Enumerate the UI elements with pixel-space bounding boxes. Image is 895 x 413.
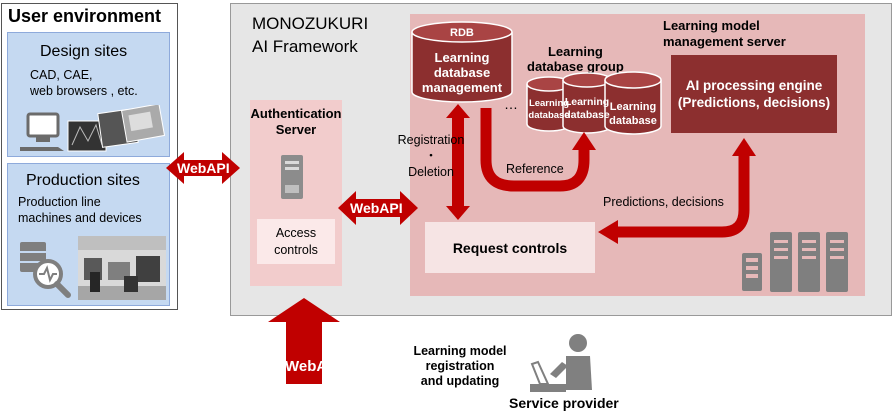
predictions-label: Predictions, decisions: [603, 195, 724, 209]
mgmt-title-line-2: management server: [663, 34, 786, 49]
cyl1-line-2: database: [528, 110, 570, 121]
management-server-title: Learning model management server: [663, 18, 786, 50]
reference-arrow-head: [572, 132, 596, 150]
design-sites-desc-2: web browsers , etc.: [30, 84, 138, 98]
production-sites-box: Production sites Production line machine…: [7, 163, 170, 306]
registration-line: Registration: [397, 133, 465, 147]
webapi-middle-arrow: [338, 191, 418, 225]
predictions-arrow-top-head: [732, 138, 756, 156]
request-controls-box: Request controls: [425, 222, 595, 273]
predictions-arrow-path: [616, 152, 750, 238]
cad-screens-icon: [67, 105, 166, 152]
service-provider-icon: [530, 334, 592, 392]
access-line-1: Access: [275, 226, 317, 240]
mgmt-title-line-1: Learning model: [663, 18, 760, 33]
auth-title-line-1: Authentication: [250, 106, 342, 121]
webapi-bottom-label: WebAPI: [285, 358, 342, 375]
registration-deletion-arrow: [446, 104, 470, 220]
webapi-bottom-arrow: [268, 298, 340, 384]
cyl2-line-2: database: [564, 109, 610, 121]
reference-arrow-path: [480, 108, 590, 192]
service-provider-label: Service provider: [509, 395, 619, 411]
rdb-label: RDB: [450, 27, 474, 39]
db-cylinder-3: [604, 71, 662, 135]
webapi-left-label: WebAPI: [177, 160, 230, 176]
ai-processing-engine: AI processing engine (Predictions, decis…: [671, 55, 837, 133]
caption-line-3: and updating: [420, 374, 500, 388]
deletion-line: Deletion: [408, 165, 454, 179]
cyl2-line-1: Learning: [564, 96, 610, 108]
db-cylinder-1: [526, 76, 572, 132]
rdb-line-3: management: [421, 80, 503, 95]
cyl1-line-1: Learning: [528, 98, 570, 109]
database-group-title: Learning database group: [527, 44, 624, 74]
group-title-line-2: database group: [527, 59, 624, 74]
group-title-line-1: Learning: [547, 44, 603, 59]
predictions-arrow-left-head: [598, 220, 618, 244]
db-cylinder-1-text: Learning database: [527, 98, 571, 122]
computer-icon: [20, 112, 64, 151]
caption-line-1: Learning model: [413, 344, 507, 358]
authentication-server-title: Authentication Server: [244, 106, 348, 138]
ai-engine-line-1: AI processing engine: [685, 78, 823, 93]
design-sites-title: Design sites: [40, 43, 128, 60]
design-sites-box: Design sites CAD, CAE, web browsers , et…: [7, 32, 170, 157]
cyl3-line-2: database: [609, 115, 657, 127]
rdb-text: Learning database management: [412, 50, 512, 95]
production-sites-title: Production sites: [26, 172, 140, 189]
monitoring-icon: [20, 242, 71, 298]
webapi-middle-label: WebAPI: [350, 200, 403, 216]
site-boxes: Design sites CAD, CAE, web browsers , et…: [1, 3, 178, 310]
server-tower-icon: [281, 155, 303, 199]
caption-line-2: registration: [425, 359, 495, 373]
db-cylinder-3-text: Learning database: [605, 100, 661, 128]
production-sites-desc-2: machines and devices: [18, 211, 142, 225]
access-controls-box: Access controls: [257, 219, 335, 264]
production-sites-desc-1: Production line: [18, 195, 101, 209]
design-sites-desc-1: CAD, CAE,: [30, 68, 93, 82]
framework-title-line-2: AI Framework: [252, 37, 358, 56]
rdb-line-2: database: [433, 65, 491, 80]
rdb-line-1: Learning: [434, 50, 490, 65]
db-ellipsis: …: [504, 96, 518, 112]
registration-dot: ・: [424, 149, 438, 163]
access-line-2: controls: [274, 243, 318, 257]
webapi-left-arrow: [166, 152, 240, 184]
registration-deletion-label: Registration ・ Deletion: [392, 132, 470, 180]
reference-label: Reference: [506, 162, 564, 176]
db-cylinder-2-text: Learning database: [563, 96, 611, 122]
service-provider-caption: Learning model registration and updating: [400, 344, 520, 389]
server-rack-icon: [742, 232, 848, 292]
rdb-cylinder: [411, 21, 513, 103]
ai-engine-line-2: (Predictions, decisions): [677, 95, 831, 110]
framework-title-line-1: MONOZUKURI: [252, 14, 369, 33]
cyl3-line-1: Learning: [609, 101, 657, 113]
auth-title-line-2: Server: [275, 122, 317, 137]
framework-title: MONOZUKURI AI Framework: [252, 12, 368, 58]
user-environment-title: User environment: [8, 6, 162, 26]
factory-photo: [78, 236, 166, 300]
